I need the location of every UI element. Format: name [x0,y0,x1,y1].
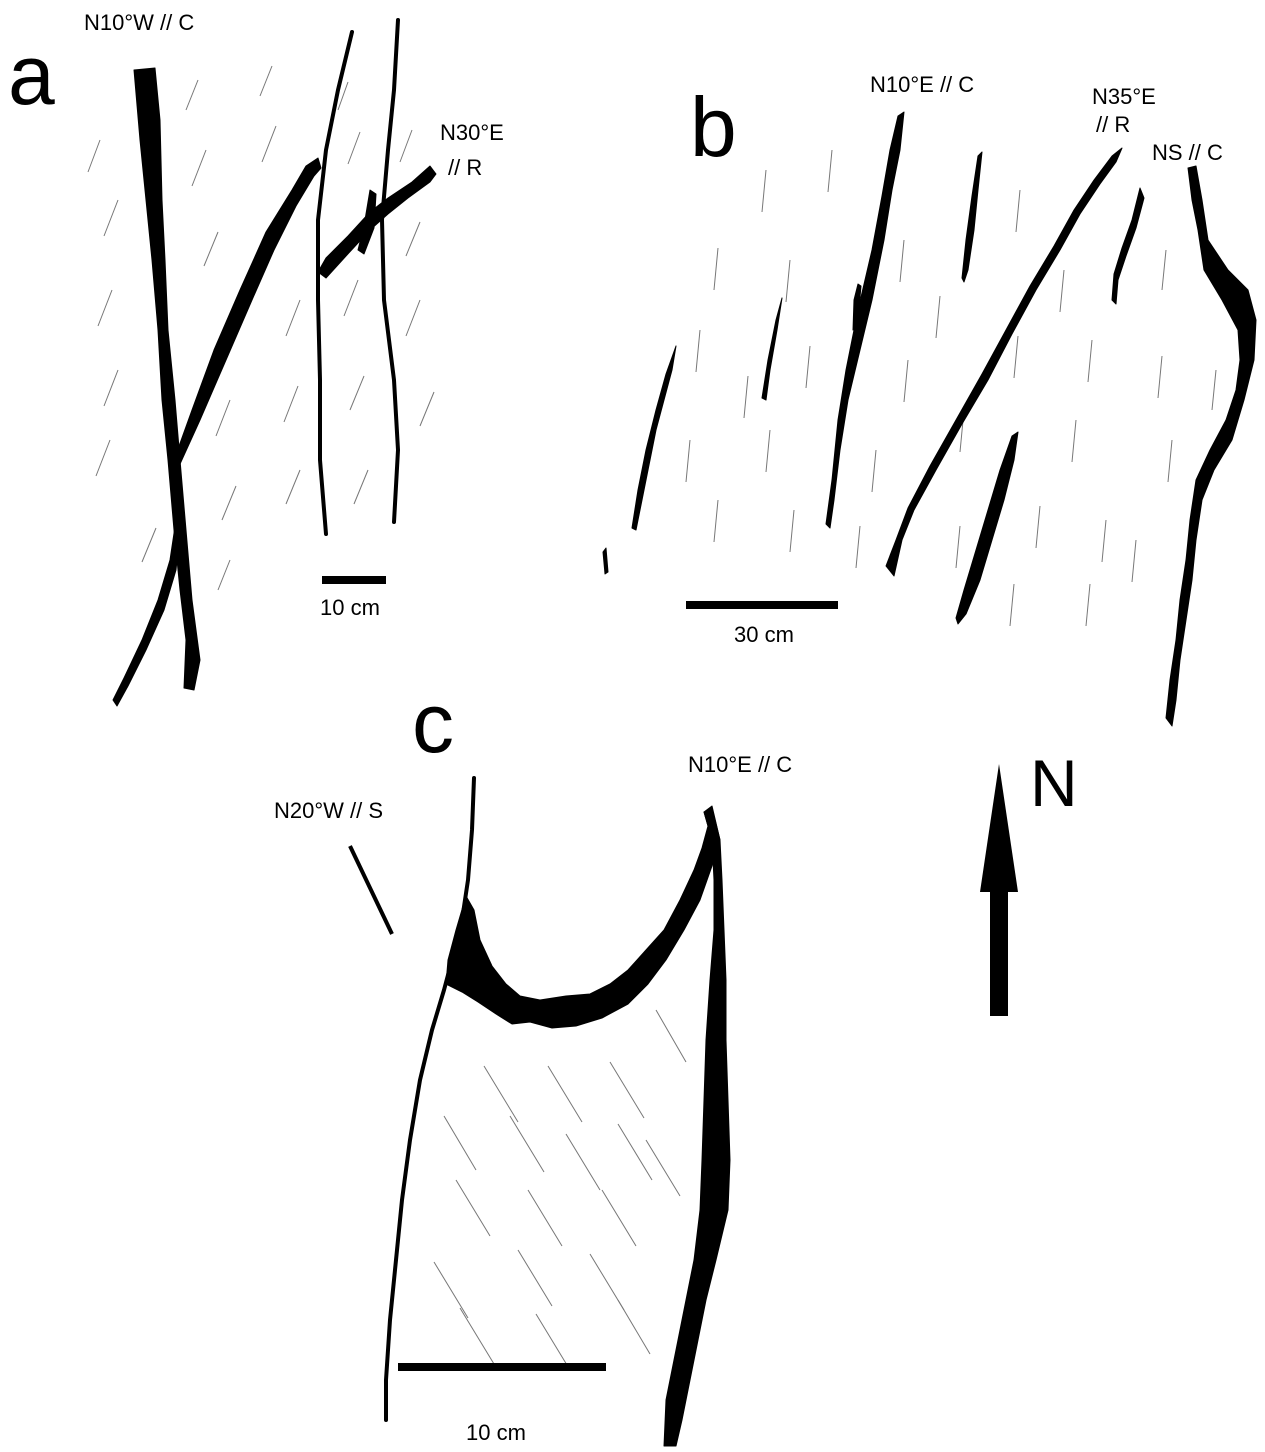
panel-b-label-ns: NS // C [1152,140,1223,165]
north-arrow-head [980,764,1018,892]
panel-b: 30 cm b N10°E // C N35°E // R NS // C [603,72,1256,726]
panel-a-vein-vertical-2 [382,20,398,522]
panel-a-foliation [88,66,434,590]
panel-c-vein-left [386,778,474,1420]
panel-b-scale-label: 30 cm [734,622,794,647]
panel-b-letter: b [690,80,737,174]
panel-b-vein-left-1 [632,346,676,530]
north-arrow-letter: N [1030,746,1078,820]
north-arrow-shaft [990,880,1008,1016]
panel-a-scale-bar [322,576,386,584]
panel-a-vein-ne [174,158,321,464]
panel-a-vein-lower [113,520,181,706]
panel-c-s-marker [350,846,392,934]
panel-c-label-n20w: N20°W // S [274,798,383,823]
panel-b-vein-ns [1166,166,1256,726]
panel-b-vein-left-2 [762,298,782,400]
panel-b-label-r: // R [1096,112,1130,137]
panel-c-label-n10e: N10°E // C [688,752,792,777]
panel-a-scale-label: 10 cm [320,595,380,620]
panel-a-label-n30e: N30°E [440,120,504,145]
panel-a-vein-n30e [318,166,436,278]
panel-a-letter: a [8,28,55,122]
panel-c-vein-u [446,812,720,1028]
panel-b-vein-left-3 [603,548,608,574]
panel-b-vein-mid-1 [962,152,982,282]
panel-b-vein-n10e [826,112,904,528]
panel-b-vein-short-r [1112,188,1144,304]
panel-a-label-n10w: N10°W // C [84,10,194,35]
panel-c-scale-label: 10 cm [466,1420,526,1445]
north-arrow: N [980,746,1078,1016]
panel-a-vein-vertical-1 [318,32,352,534]
panel-b-scale-bar [686,601,838,609]
panel-a: 10 cm a N10°W // C N30°E // R [8,10,504,706]
panel-b-vein-lower [956,432,1018,624]
panel-c-letter: c [412,676,454,770]
panel-c: 10 cm c N20°W // S N10°E // C [274,676,792,1446]
panel-c-foliation [434,1010,686,1370]
panel-c-scale-bar [398,1363,606,1371]
panel-b-vein-n35e [886,148,1122,576]
panel-b-label-n10e: N10°E // C [870,72,974,97]
panel-b-label-n35e: N35°E [1092,84,1156,109]
panel-a-label-r: // R [448,155,482,180]
